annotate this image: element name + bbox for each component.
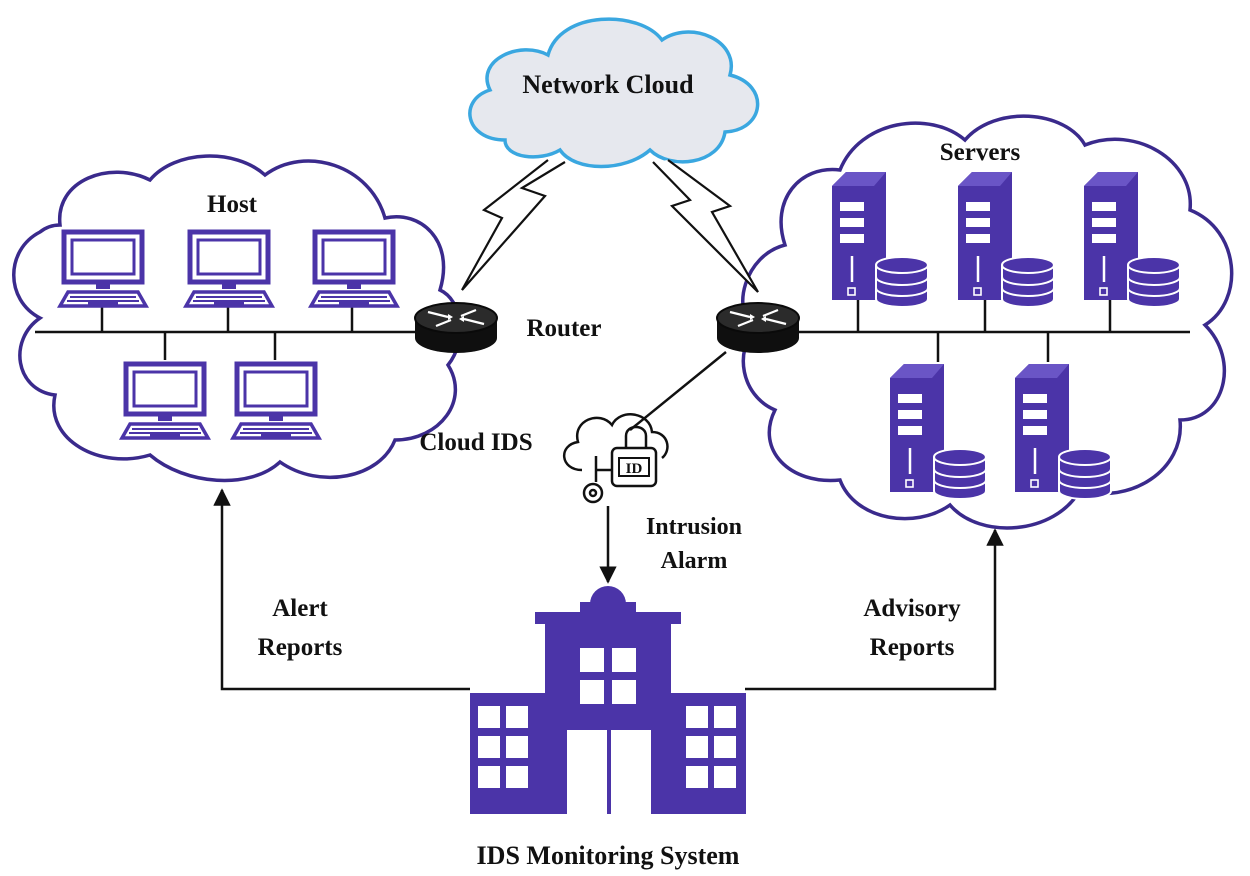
host-monitor-icon <box>186 232 272 306</box>
lightning-link-left <box>461 159 566 291</box>
alert-reports-arrow <box>213 488 470 691</box>
intrusion-alarm-label-line2: Alarm <box>661 548 728 574</box>
router-left-icon <box>413 301 499 355</box>
server-network-bus <box>798 300 1190 362</box>
router-right-icon <box>715 301 801 355</box>
host-label: Host <box>207 191 258 218</box>
host-network-bus <box>35 304 418 360</box>
alert-reports-label-line1: Alert <box>272 595 328 622</box>
ids-monitoring-system-label: IDS Monitoring System <box>477 841 740 870</box>
ids-monitoring-building-icon <box>470 586 746 814</box>
host-monitor-icon <box>122 364 208 438</box>
advisory-reports-arrow <box>745 528 1004 691</box>
advisory-reports-label-line2: Reports <box>870 634 955 661</box>
advisory-reports-label-line1: Advisory <box>863 595 961 622</box>
cloud-ids-label: Cloud IDS <box>419 429 532 456</box>
cloud-ids-icon <box>562 413 669 504</box>
servers-label: Servers <box>940 139 1021 166</box>
network-cloud: Network Cloud <box>468 17 760 169</box>
network-cloud-label: Network Cloud <box>522 70 694 99</box>
cloud-ids-badge-text: ID <box>626 461 643 477</box>
host-monitor-icon <box>233 364 319 438</box>
host-monitor-icon <box>311 232 397 306</box>
alert-reports-label-line2: Reports <box>258 634 343 661</box>
lightning-link-right <box>652 159 759 293</box>
host-monitor-icon <box>60 232 146 306</box>
router-label: Router <box>527 315 602 342</box>
intrusion-alarm-label-line1: Intrusion <box>646 514 742 540</box>
router-ids-link <box>629 351 727 431</box>
